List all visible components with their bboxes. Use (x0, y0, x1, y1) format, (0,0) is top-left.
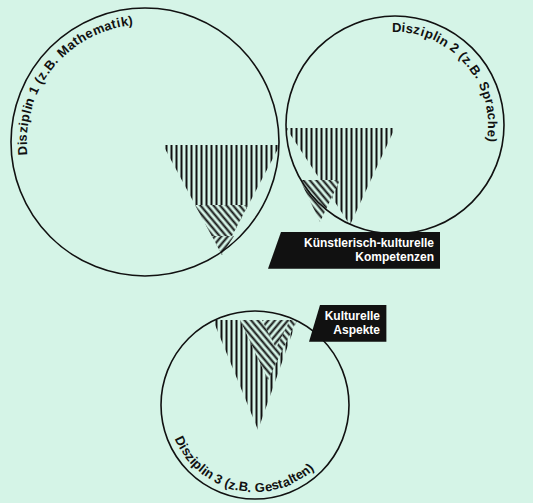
arc-letter: s (16, 133, 29, 141)
arc-letter: 1 (27, 84, 42, 96)
tag-fill (268, 232, 440, 269)
circle-outline (10, 7, 280, 277)
arc-letter: z (16, 126, 30, 134)
discipline-circle: Disziplin 2 (z.B. Sprache) (285, 15, 505, 235)
arc-letter: a (484, 104, 498, 114)
tag-label: Kulturelle Aspekte (309, 305, 386, 342)
arc-letter: ) (485, 137, 499, 144)
arc-letter: e (485, 129, 499, 138)
discipline-label: Disziplin 2 (z.B. Sprache) (285, 15, 505, 235)
arc-letter: i (16, 141, 29, 145)
discipline-circle: Disziplin 3 (z.B. Gestalten) (160, 310, 350, 500)
discipline-label: Disziplin 3 (z.B. Gestalten) (160, 310, 350, 500)
circle-outline-path (11, 8, 279, 276)
arc-letter: c (485, 112, 499, 121)
discipline-label: Disziplin 1 (z.B. Mathematik) (10, 7, 280, 277)
aspect-tag: Kulturelle Aspekte (309, 305, 386, 342)
aspect-tag: Künstlerisch-kulturelle Kompetenzen (268, 232, 440, 269)
discipline-circle: Disziplin 1 (z.B. Mathematik) (10, 7, 280, 277)
hatch-wedge-2 (286, 128, 395, 225)
arc-letter: D (16, 145, 30, 156)
arc-letter: h (486, 121, 499, 129)
tag-label: Künstlerisch-kulturelle Kompetenzen (268, 232, 440, 269)
hatch-wedge-3 (213, 320, 297, 430)
hatch-wedge-1 (163, 145, 280, 255)
circle-outline (285, 15, 505, 235)
tag-fill (309, 305, 386, 342)
circle-outline-path (286, 16, 504, 234)
arc-letter: . (247, 481, 252, 494)
arc-letter: D (392, 21, 402, 34)
arc-letter: ) (127, 14, 133, 27)
